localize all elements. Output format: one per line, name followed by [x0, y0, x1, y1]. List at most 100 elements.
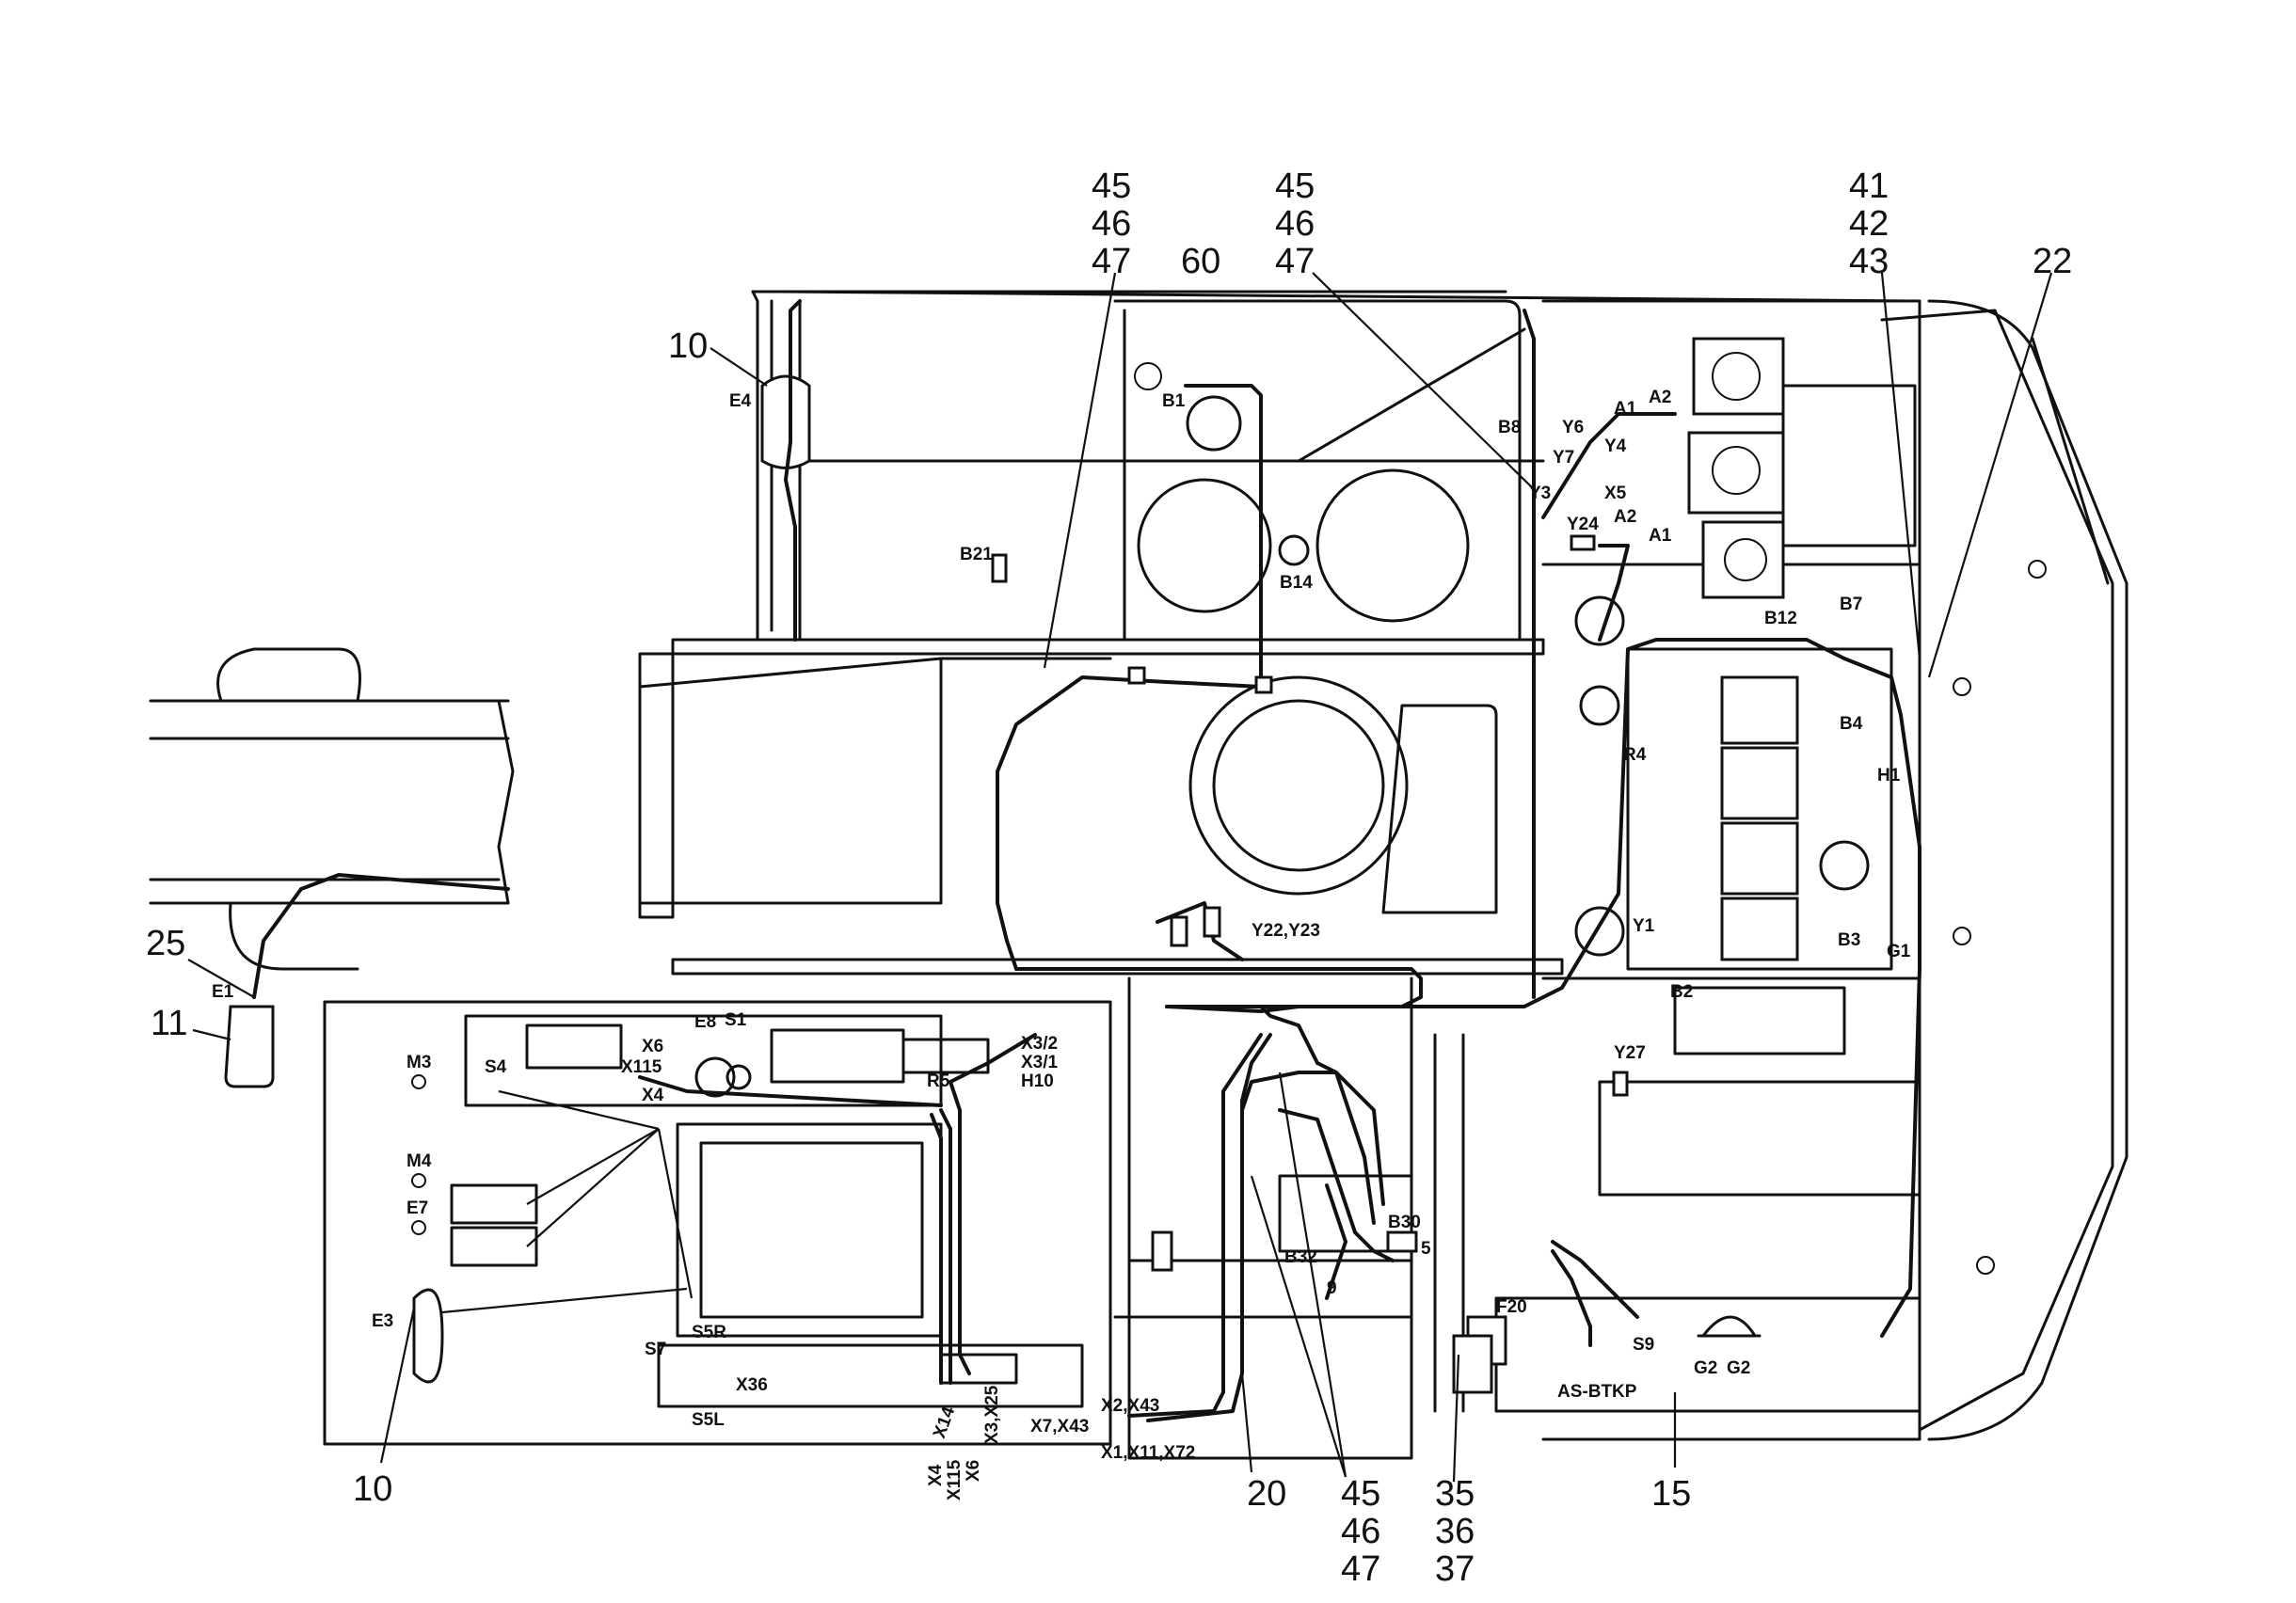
label-S7: S7: [645, 1340, 666, 1359]
label-B14: B14: [1280, 573, 1313, 593]
label-X2-X43: X2,X43: [1101, 1396, 1159, 1416]
wiring-harness: [252, 299, 1921, 1422]
label-vertical-X3-X25: X3,X25: [982, 1385, 1002, 1444]
callout-47-bottom: 47: [1341, 1549, 1380, 1589]
label-B3: B3: [1838, 930, 1860, 950]
label-vertical-X115: X115: [945, 1459, 965, 1500]
label-Y1: Y1: [1633, 916, 1655, 936]
callout-43: 43: [1849, 242, 1889, 281]
callout-41: 41: [1849, 167, 1889, 206]
callout-46-top-mid: 46: [1275, 204, 1315, 244]
label-S1: S1: [725, 1010, 747, 1030]
label-R4: R4: [1623, 745, 1647, 765]
label-vertical-X14: X14: [930, 1404, 959, 1440]
label-Y7: Y7: [1553, 448, 1574, 468]
label-B4: B4: [1840, 714, 1863, 734]
label-B1: B1: [1162, 391, 1186, 411]
cab: [323, 1000, 1112, 1446]
callout-35: 35: [1435, 1474, 1475, 1514]
label-vertical-X4: X4: [926, 1464, 946, 1486]
callout-36: 36: [1435, 1512, 1475, 1551]
mirror-11: [224, 1005, 275, 1088]
machine-frame: [638, 290, 2129, 1460]
callout-20: 20: [1247, 1474, 1286, 1514]
label-X5: X5: [1604, 484, 1627, 503]
label-E4: E4: [729, 391, 752, 411]
boom-arm: [149, 647, 515, 971]
battery-G2: [1466, 1315, 1762, 1366]
label-X4: X4: [642, 1086, 664, 1105]
label-5: 5: [1421, 1239, 1431, 1259]
label-X1-X11-X72: X1,X11,X72: [1101, 1443, 1195, 1463]
callout-45-bottom: 45: [1341, 1474, 1380, 1514]
label-G2-left: G2: [1694, 1358, 1717, 1378]
label-M4: M4: [407, 1151, 432, 1171]
label-B12: B12: [1764, 609, 1797, 628]
label-M3: M3: [407, 1053, 431, 1072]
label-F20: F20: [1496, 1297, 1527, 1317]
callout-numbers: 45 46 47 60 45 46 47 41 42 43 22 10 25 1…: [146, 167, 2072, 1589]
label-S5L: S5L: [692, 1410, 725, 1430]
label-E8: E8: [694, 1012, 716, 1032]
callout-47-top-left: 47: [1092, 242, 1131, 281]
label-E7: E7: [407, 1198, 428, 1218]
callout-45-top-mid: 45: [1275, 167, 1315, 206]
callout-22: 22: [2033, 242, 2072, 281]
label-9: 9: [1327, 1278, 1337, 1298]
callout-37: 37: [1435, 1549, 1475, 1589]
label-X3-1: X3/1: [1021, 1053, 1059, 1072]
label-X6: X6: [642, 1037, 663, 1056]
label-S9: S9: [1633, 1335, 1654, 1355]
label-A1-top: A1: [1614, 399, 1637, 419]
lamp-E4: [760, 374, 811, 469]
label-B32: B32: [1284, 1247, 1317, 1267]
label-E3: E3: [372, 1311, 393, 1331]
callout-46-bottom: 46: [1341, 1512, 1380, 1551]
leader-lines: [187, 272, 2053, 1483]
label-H1: H1: [1877, 766, 1901, 786]
hydraulic-pump-unit: [1687, 337, 1917, 599]
label-Y22-Y23: Y22,Y23: [1252, 921, 1320, 941]
label-B30: B30: [1388, 1213, 1421, 1232]
label-G1: G1: [1887, 942, 1911, 961]
callout-25: 25: [146, 924, 185, 963]
label-A1-bottom: A1: [1649, 526, 1672, 546]
label-B7: B7: [1840, 595, 1862, 614]
lamp-E3: [412, 1288, 444, 1384]
label-X36: X36: [736, 1375, 768, 1395]
label-Y6: Y6: [1562, 418, 1584, 437]
label-Y4: Y4: [1604, 436, 1627, 456]
label-AS-BTKP: AS-BTKP: [1557, 1382, 1637, 1402]
callout-45-top-left: 45: [1092, 167, 1131, 206]
label-B2: B2: [1670, 982, 1693, 1002]
sensors: [991, 534, 1629, 1394]
label-S4: S4: [485, 1057, 507, 1077]
label-R5: R5: [927, 1071, 950, 1091]
label-S5R: S5R: [692, 1323, 726, 1342]
callout-10-top: 10: [668, 326, 708, 366]
callout-15: 15: [1651, 1474, 1691, 1514]
component-labels: E4 B1 B21 B14 A1 A2 B8 Y6 Y4 Y7 X5 A2 A1…: [212, 388, 1911, 1500]
hydraulic-tank: [1134, 362, 1498, 914]
label-X7-X43: X7,X43: [1030, 1417, 1089, 1436]
label-A2-bottom: A2: [1614, 507, 1636, 527]
label-Y3: Y3: [1529, 484, 1551, 503]
label-A2-top: A2: [1649, 388, 1671, 407]
callout-11: 11: [151, 1004, 187, 1043]
callout-60: 60: [1181, 242, 1220, 281]
label-B8: B8: [1498, 418, 1521, 437]
label-Y27: Y27: [1614, 1043, 1646, 1063]
label-E1: E1: [212, 982, 234, 1002]
callout-46-top-left: 46: [1092, 204, 1131, 244]
label-X115: X115: [621, 1057, 662, 1077]
label-G2-right: G2: [1727, 1358, 1750, 1378]
label-vertical-X6: X6: [964, 1460, 983, 1482]
label-H10: H10: [1021, 1071, 1054, 1091]
diesel-engine: [1574, 595, 1893, 1055]
callout-10-bottom: 10: [353, 1469, 392, 1509]
label-Y24: Y24: [1567, 515, 1599, 534]
label-B21: B21: [960, 545, 993, 564]
callout-42: 42: [1849, 204, 1889, 244]
label-X3-2: X3/2: [1021, 1034, 1058, 1054]
